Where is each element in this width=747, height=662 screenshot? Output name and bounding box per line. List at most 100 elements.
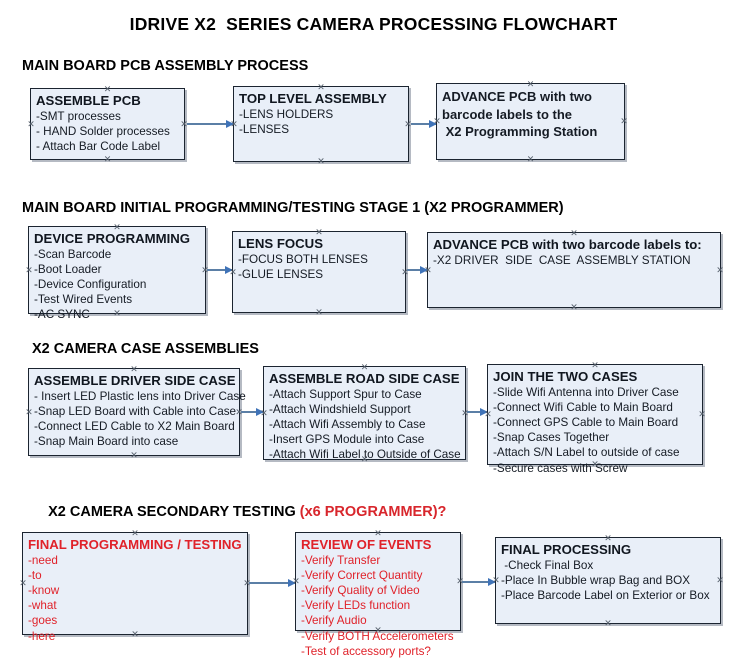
node-assemble-driver-side-case[interactable]: ASSEMBLE DRIVER SIDE CASE - Insert LED P… <box>25 365 246 456</box>
node-line: -Scan Barcode <box>34 247 112 261</box>
node-assemble-pcb[interactable]: ASSEMBLE PCB -SMT processes - HAND Solde… <box>30 88 185 160</box>
connector-handle-bottom[interactable] <box>360 455 369 464</box>
connector-handle-bottom[interactable] <box>315 308 324 317</box>
node-assemble-road-side-case[interactable]: ASSEMBLE ROAD SIDE CASE -Attach Support … <box>260 363 466 461</box>
arrow-final-programming-to-review-of-events <box>249 578 296 588</box>
node-title: FINAL PROGRAMMING / TESTING <box>28 537 242 552</box>
node-line: -Snap Main Board into case <box>34 435 179 449</box>
arrow-shaft <box>241 411 263 413</box>
arrow-shaft <box>407 269 427 271</box>
connector-handle-top[interactable] <box>360 363 369 372</box>
connector-handle-bottom[interactable] <box>374 626 383 635</box>
connector-handle-bottom[interactable] <box>103 155 112 164</box>
connector-handle-left[interactable] <box>230 120 239 129</box>
node-final-processing[interactable]: FINAL PROCESSING -Check Final Box -Place… <box>495 537 721 624</box>
node-title: ASSEMBLE ROAD SIDE CASE <box>269 371 460 386</box>
connector-handle-left[interactable] <box>260 409 269 418</box>
node-line: -Verify Transfer <box>301 553 381 567</box>
connector-handle-right[interactable] <box>698 410 707 419</box>
node-line: barcode labels to the <box>442 106 573 122</box>
node-line: -Verify Correct Quantity <box>301 568 423 582</box>
section-header-x2-camera-case-assemblies: X2 CAMERA CASE ASSEMBLIES <box>32 341 259 357</box>
connector-handle-top[interactable] <box>130 365 139 374</box>
node-line: -to <box>28 568 42 582</box>
connector-handle-bottom[interactable] <box>604 619 613 628</box>
connector-handle-left[interactable] <box>27 120 36 129</box>
connector-handle-left[interactable] <box>25 408 34 417</box>
node-line: -need <box>28 553 58 567</box>
connector-handle-left[interactable] <box>484 410 493 419</box>
connector-handle-top[interactable] <box>317 83 326 92</box>
connector-handle-left[interactable] <box>292 577 301 586</box>
connector-handle-left[interactable] <box>433 117 442 126</box>
node-line: -Test Wired Events <box>34 293 133 307</box>
connector-handle-left[interactable] <box>424 266 433 275</box>
arrow-assemble-pcb-to-top-level <box>187 119 234 129</box>
node-line: -Secure cases with Screw <box>493 461 628 475</box>
arrow-shaft <box>467 411 487 413</box>
node-review-of-events[interactable]: REVIEW OF EVENTS -Verify Transfer -Verif… <box>292 529 461 658</box>
connector-handle-bottom[interactable] <box>317 157 326 166</box>
node-line: -Insert GPS Module into Case <box>269 433 425 447</box>
node-advance-pcb-driver-side[interactable]: ADVANCE PCB with two barcode labels to: … <box>427 232 721 308</box>
connector-handle-top[interactable] <box>113 223 122 232</box>
connector-handle-top[interactable] <box>604 534 613 543</box>
arrow-shaft <box>411 123 436 125</box>
connector-handle-right[interactable] <box>716 266 725 275</box>
connector-handle-left[interactable] <box>492 576 501 585</box>
node-line: -FOCUS BOTH LENSES <box>238 252 368 266</box>
node-title: JOIN THE TWO CASES <box>493 369 638 384</box>
connector-handle-left[interactable] <box>19 579 28 588</box>
node-device-programming[interactable]: DEVICE PROGRAMMING -Scan Barcode -Boot L… <box>25 223 206 321</box>
connector-handle-left[interactable] <box>229 268 238 277</box>
node-title: DEVICE PROGRAMMING <box>34 231 191 246</box>
node-advance-pcb-programming-station[interactable]: ADVANCE PCB with two barcode labels to t… <box>436 83 625 160</box>
node-line: -know <box>28 583 60 597</box>
connector-handle-bottom[interactable] <box>113 309 122 318</box>
connector-handle-top[interactable] <box>526 80 535 89</box>
arrow-shaft <box>249 582 295 584</box>
connector-handle-bottom[interactable] <box>591 460 600 469</box>
connector-handle-right[interactable] <box>716 576 725 585</box>
connector-handle-top[interactable] <box>315 228 324 237</box>
node-final-programming-testing[interactable]: FINAL PROGRAMMING / TESTING -need -to -k… <box>19 529 248 643</box>
connector-handle-top[interactable] <box>570 229 579 238</box>
connector-handle-bottom[interactable] <box>570 303 579 312</box>
node-line: -LENS HOLDERS <box>239 107 334 121</box>
node-line: X2 Programming Station <box>442 124 598 139</box>
node-line: -Place Barcode Label on Exterior or Box <box>501 588 710 602</box>
connector-handle-top[interactable] <box>103 85 112 94</box>
section-header-x2-camera-secondary-testing: X2 CAMERA SECONDARY TESTING (x6 PROGRAMM… <box>32 488 446 536</box>
section-header-accent: (x6 PROGRAMMER)? <box>299 504 447 520</box>
node-line: -here <box>28 629 56 643</box>
node-title: LENS FOCUS <box>238 236 323 251</box>
section-header-text: X2 CAMERA SECONDARY TESTING <box>48 504 300 520</box>
connector-handle-top[interactable] <box>591 361 600 370</box>
node-top-level-assembly[interactable]: TOP LEVEL ASSEMBLY -LENS HOLDERS -LENSES <box>233 86 409 162</box>
connector-handle-bottom[interactable] <box>130 451 139 460</box>
node-line: -Device Configuration <box>34 277 147 291</box>
node-line: -AC SYNC <box>34 308 90 322</box>
node-line: -Attach Wifi Assembly to Case <box>269 417 426 431</box>
section-header-main-board-initial-programming: MAIN BOARD INITIAL PROGRAMMING/TESTING S… <box>22 200 564 216</box>
node-line: -Connect GPS Cable to Main Board <box>493 415 679 429</box>
connector-handle-right[interactable] <box>620 117 629 126</box>
connector-handle-top[interactable] <box>131 529 140 538</box>
connector-handle-left[interactable] <box>25 266 34 275</box>
node-line: ADVANCE PCB with two <box>442 89 592 104</box>
node-title: FINAL PROCESSING <box>501 542 632 557</box>
node-line: -Snap Cases Together <box>493 431 610 445</box>
node-line: -LENSES <box>239 122 290 136</box>
node-title: REVIEW OF EVENTS <box>301 537 432 552</box>
connector-handle-top[interactable] <box>374 529 383 538</box>
node-line: -Connect LED Cable to X2 Main Board <box>34 419 235 433</box>
node-join-the-two-cases[interactable]: JOIN THE TWO CASES -Slide Wifi Antenna i… <box>484 361 703 475</box>
arrow-review-of-events-to-final-processing <box>462 577 496 587</box>
node-lens-focus[interactable]: LENS FOCUS -FOCUS BOTH LENSES -GLUE LENS… <box>232 231 406 313</box>
node-line: -Attach Windshield Support <box>269 402 411 416</box>
connector-handle-bottom[interactable] <box>131 630 140 639</box>
connector-handle-bottom[interactable] <box>526 155 535 164</box>
section-header-main-board-pcb-assembly: MAIN BOARD PCB ASSEMBLY PROCESS <box>22 58 309 74</box>
node-line: -Verify LEDs function <box>301 599 411 613</box>
